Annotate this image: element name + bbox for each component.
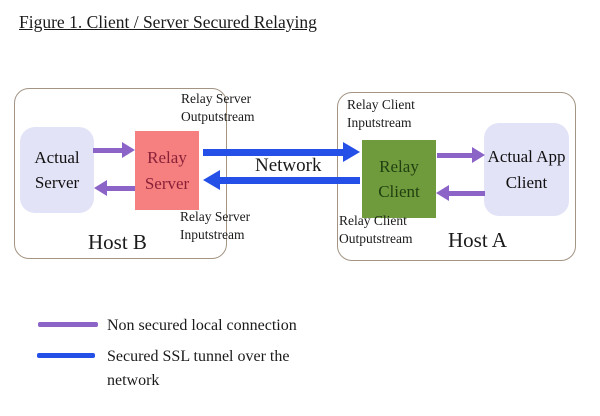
relay-client-node: Relay Client <box>362 140 436 218</box>
legend-swatch-local-connection <box>38 322 98 327</box>
arrow-shaft <box>93 147 122 153</box>
legend-label-local-connection: Non secured local connection <box>107 317 297 334</box>
legend-label-ssl-tunnel: Secured SSL tunnel over the network <box>107 348 290 389</box>
arrow-head-left-icon <box>436 185 449 201</box>
local-connection-arrow-left-host-a <box>436 185 485 201</box>
host-b-label: Host B <box>88 230 147 254</box>
arrow-head-left-icon <box>94 180 107 196</box>
ssl-tunnel-arrow-server-to-client <box>203 142 360 162</box>
arrow-head-right-icon <box>122 142 135 158</box>
local-connection-arrow-right-host-b <box>93 142 135 158</box>
actual-server-node: Actual Server <box>20 127 94 213</box>
local-connection-arrow-left-host-b <box>94 180 135 196</box>
arrow-head-left-icon <box>203 170 220 190</box>
host-a-label: Host A <box>448 228 507 252</box>
network-label: Network <box>255 155 322 176</box>
ssl-tunnel-arrow-client-to-server <box>203 170 360 190</box>
relay-server-outputstream-label: Relay Server Outputstream <box>181 91 255 124</box>
arrow-shaft <box>449 190 485 196</box>
arrow-shaft <box>437 152 472 158</box>
local-connection-arrow-right-host-a <box>437 147 485 163</box>
arrow-shaft <box>220 176 360 184</box>
arrow-head-right-icon <box>472 147 485 163</box>
relay-server-node: Relay Server <box>135 131 199 210</box>
host-b-container <box>14 88 227 259</box>
legend-swatch-ssl-tunnel <box>37 353 95 358</box>
arrow-head-right-icon <box>343 142 360 162</box>
relay-client-inputstream-label: Relay Client Inputstream <box>347 97 415 130</box>
relay-client-outputstream-label: Relay Client Outputstream <box>339 213 413 246</box>
relay-server-inputstream-label: Relay Server Inputstream <box>180 209 251 242</box>
figure-title: Figure 1. Client / Server Secured Relayi… <box>19 12 317 32</box>
arrow-shaft <box>107 185 135 191</box>
arrow-shaft <box>203 148 343 156</box>
actual-app-client-node: Actual App Client <box>484 123 569 216</box>
